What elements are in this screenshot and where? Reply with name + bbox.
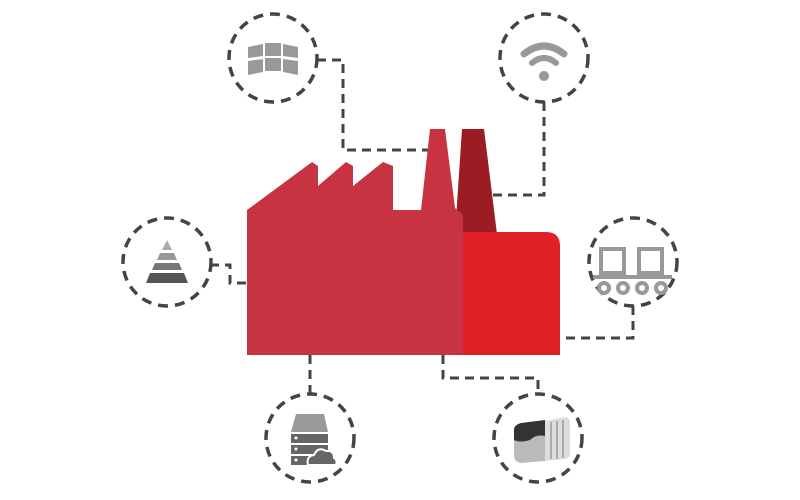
- connector-plc: [441, 355, 540, 396]
- cloud-server-icon: [291, 414, 338, 466]
- node-conveyor[interactable]: [587, 216, 679, 308]
- node-ring: [121, 216, 213, 308]
- conveyor-icon: [593, 247, 672, 295]
- pyramid-icon: [146, 240, 188, 283]
- connector-wifi: [492, 102, 546, 197]
- factory-icon: [247, 129, 560, 355]
- connector-conveyor: [560, 306, 635, 340]
- factory-chimney-dark: [455, 129, 497, 234]
- node-pyramid[interactable]: [121, 216, 213, 308]
- connector-pyramid: [210, 263, 247, 285]
- node-panel-grid[interactable]: [227, 12, 319, 104]
- node-ring: [587, 216, 679, 308]
- wifi-icon: [520, 42, 568, 81]
- connector-panel: [317, 58, 432, 152]
- connectors: [210, 58, 635, 396]
- node-cloud-server[interactable]: [264, 392, 356, 484]
- panel-grid-icon: [248, 43, 298, 75]
- node-wifi[interactable]: [498, 12, 590, 104]
- plc-module-icon: [513, 417, 570, 463]
- node-plc-module[interactable]: [492, 392, 584, 484]
- factory-main-building: [247, 129, 463, 355]
- factory-annex: [463, 232, 560, 355]
